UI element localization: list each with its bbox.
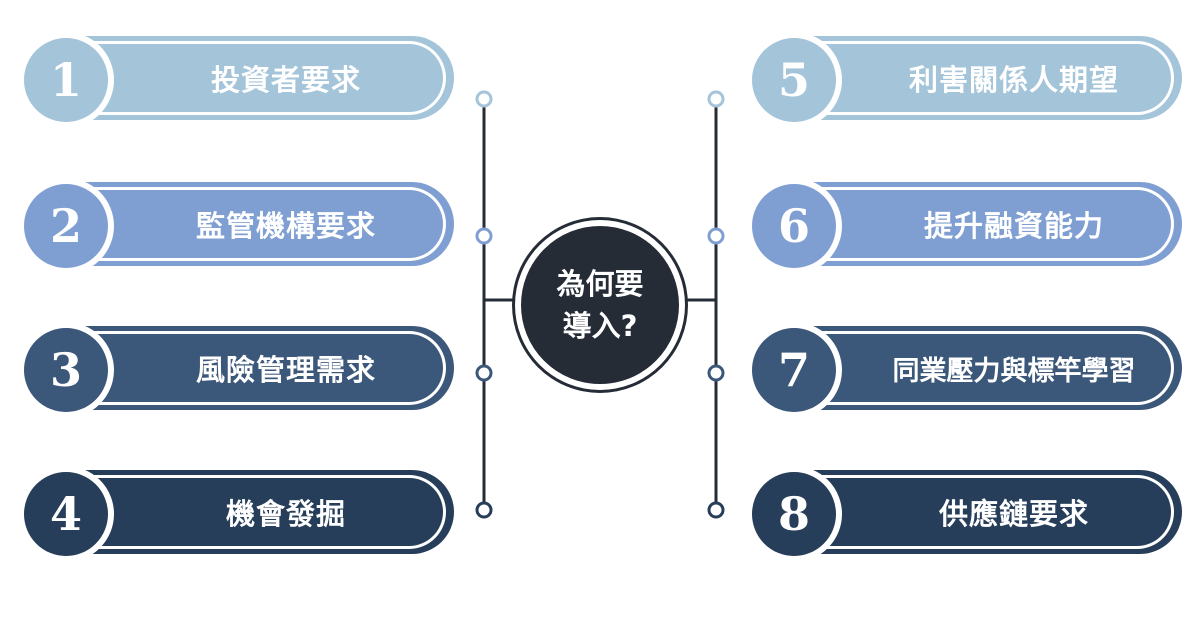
reason-number-badge: 7 [746,322,842,418]
left-node-1 [475,90,493,108]
center-title-line-2: 導入? [562,309,638,343]
reason-number-badge: 2 [18,178,114,274]
reason-number-badge: 5 [746,32,842,128]
reason-number: 4 [49,487,82,541]
reason-number-badge: 6 [746,178,842,274]
reason-label: 機會發掘 [225,497,346,531]
reason-number-badge: 3 [18,322,114,418]
reason-label: 利害關係人期望 [908,63,1119,97]
reason-item-7: 同業壓力與標竿學習 7 [746,322,1186,418]
left-node-3 [475,364,493,382]
right-node-5 [707,90,725,108]
right-node-7 [707,364,725,382]
reason-bar-outline [812,41,1174,115]
reason-bar [78,326,454,410]
reason-number: 7 [777,343,810,397]
reason-bar [78,470,454,554]
reason-number: 2 [49,199,82,253]
reason-number: 3 [49,343,82,397]
reason-item-1: 投資者要求 1 [18,32,458,128]
reason-number: 5 [777,53,810,107]
reason-number-badge: 4 [18,466,114,562]
reason-item-5: 利害關係人期望 5 [746,32,1186,128]
reason-label: 同業壓力與標竿學習 [892,355,1136,387]
right-node-8 [707,501,725,519]
reason-number: 6 [777,199,810,253]
reason-item-8: 供應鏈要求 8 [746,466,1186,562]
center-title-line-1: 為何要 [556,267,644,301]
center-hub: 為何要 導入? [515,220,685,390]
reason-bar-outline [812,187,1174,261]
reason-number: 8 [777,487,810,541]
reason-bar-outline [84,475,446,549]
reason-bar-outline [84,331,446,405]
reason-bar [78,36,454,120]
reason-item-3: 風險管理需求 3 [18,322,458,418]
right-node-6 [707,227,725,245]
left-node-2 [475,227,493,245]
reason-number-badge: 1 [18,32,114,128]
reason-bar [806,470,1182,554]
reason-bar-outline [812,475,1174,549]
reason-bar-outline [84,187,446,261]
reason-bar-outline [84,41,446,115]
reason-number-badge: 8 [746,466,842,562]
reason-item-4: 機會發掘 4 [18,466,458,562]
reason-label: 監管機構要求 [195,209,376,243]
reason-label: 提升融資能力 [923,209,1104,243]
reason-label: 供應鏈要求 [938,497,1089,531]
reason-label: 投資者要求 [210,63,361,97]
reason-number: 1 [49,53,82,107]
reason-bar [806,182,1182,266]
reason-bar [78,182,454,266]
reason-bar-outline [812,331,1174,405]
left-node-4 [475,501,493,519]
reason-bar [806,326,1182,410]
reason-bar [806,36,1182,120]
reason-label: 風險管理需求 [195,353,376,387]
reason-item-2: 監管機構要求 2 [18,178,458,274]
reason-item-6: 提升融資能力 6 [746,178,1186,274]
